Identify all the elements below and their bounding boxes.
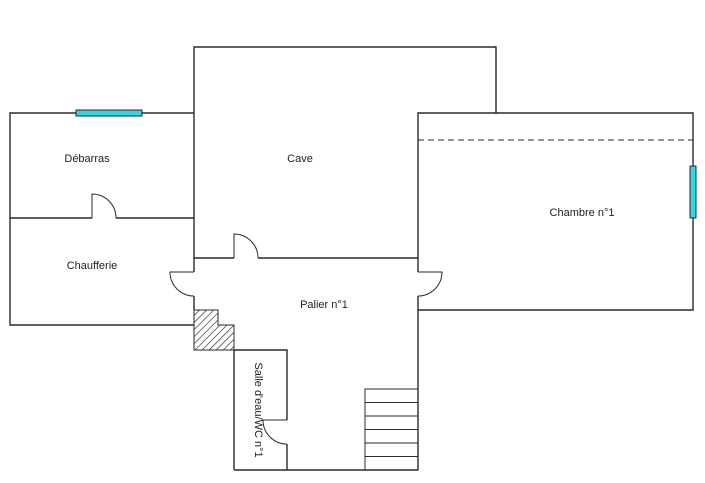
room-chaufferie — [9, 218, 194, 326]
room-salle-eau — [234, 349, 288, 470]
label-chambre: Chambre n°1 — [550, 207, 615, 219]
label-chaufferie: Chaufferie — [67, 260, 118, 272]
window-chambre — [689, 165, 697, 219]
door-chambre — [417, 271, 443, 297]
window-debarras — [75, 109, 143, 117]
label-salle-eau: Salle d'eau/WC n°1 — [252, 362, 264, 457]
label-palier: Palier n°1 — [300, 299, 348, 311]
room-debarras — [9, 112, 194, 219]
staircase — [364, 388, 419, 471]
door-debarras — [91, 193, 117, 219]
room-chambre — [417, 112, 694, 311]
room-palier — [193, 257, 419, 471]
door-cave — [233, 233, 259, 259]
label-debarras: Débarras — [64, 153, 110, 165]
door-salle-eau — [262, 419, 288, 445]
label-cave: Cave — [287, 153, 313, 165]
door-chaufferie — [169, 271, 195, 297]
stair-block-hatched — [193, 309, 235, 351]
room-cave — [193, 46, 497, 258]
